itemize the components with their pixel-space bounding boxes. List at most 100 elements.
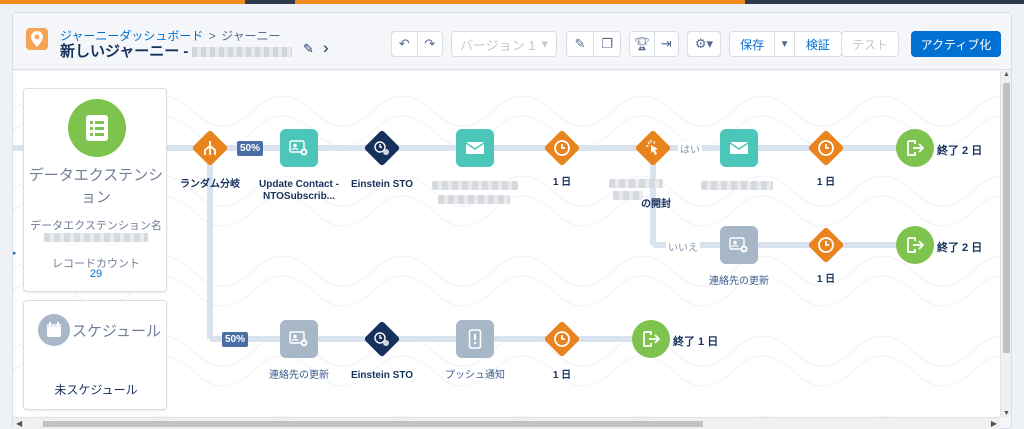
- end-label-bottom: 終了 1 日: [673, 336, 719, 348]
- einstein-sto-label-top: Einstein STO: [350, 179, 414, 190]
- end-node-bottom[interactable]: [632, 320, 670, 358]
- email-node-2[interactable]: [720, 129, 758, 167]
- redacted-engagement-name: [609, 179, 663, 188]
- version-chevron-down-icon: ▾: [541, 36, 548, 51]
- wait-node-top-1[interactable]: [543, 129, 581, 167]
- einstein-sto-label-bottom: Einstein STO: [350, 370, 414, 381]
- test-button[interactable]: テスト: [841, 31, 899, 57]
- record-count-value: 29: [89, 268, 103, 280]
- update-contact-node-no[interactable]: [720, 226, 758, 264]
- copy-icon[interactable]: ❐: [593, 32, 620, 56]
- validate-button[interactable]: 検証: [793, 32, 841, 56]
- clock-icon-bottom: [554, 331, 570, 347]
- top-accent-right: [295, 0, 745, 4]
- end-node-no[interactable]: [896, 226, 934, 264]
- wait-label-no: 1 日: [816, 274, 836, 285]
- version-select-value: バージョン 1: [460, 37, 536, 53]
- update-contact-node[interactable]: [280, 129, 318, 167]
- redacted-email-name-1: [432, 181, 518, 190]
- end-label-yes: 終了 2 日: [937, 145, 983, 157]
- wait-node-no[interactable]: [807, 226, 845, 264]
- einstein-sto-node-bottom[interactable]: [363, 320, 401, 358]
- save-dropdown-chevron-icon[interactable]: ▼: [774, 32, 794, 56]
- end-node-yes[interactable]: [896, 129, 934, 167]
- undo-icon[interactable]: ↶: [398, 36, 410, 51]
- redacted-email-name-2: [701, 181, 773, 190]
- contact-update-icon: [289, 140, 308, 156]
- end-label-no: 終了 2 日: [937, 242, 983, 254]
- redacted-email-name-1b: [438, 195, 510, 204]
- undo-redo-group: ↶ ↷: [391, 31, 443, 57]
- update-contact-label: Update Contact - NTOSubscrib...: [259, 179, 339, 202]
- top-app-bar: [0, 0, 1024, 4]
- redacted-journey-name: [192, 47, 293, 58]
- version-select[interactable]: バージョン 1 ▾: [451, 31, 557, 57]
- journey-header: ジャーニーダッシュボード > ジャーニー 新しいジャーニー - ✎ › ↶ ↷ …: [13, 13, 1011, 70]
- update-contact-node-bottom[interactable]: [280, 320, 318, 358]
- clock-icon-no: [818, 237, 834, 253]
- top-accent-left: [0, 0, 245, 4]
- edit-name-pencil-icon[interactable]: ✎: [303, 41, 314, 56]
- no-path-label: いいえ: [666, 239, 700, 254]
- random-split-node[interactable]: [191, 129, 229, 167]
- journey-title-text: 新しいジャーニー -: [60, 43, 189, 60]
- edit-tools-group: ✎ ❐: [566, 31, 621, 57]
- journey-details-chevron-icon[interactable]: ›: [323, 38, 329, 57]
- horizontal-scrollbar[interactable]: ◀ ▶: [13, 417, 1000, 429]
- trophy-icon[interactable]: 🏆︎: [633, 36, 651, 51]
- email-icon: [465, 142, 485, 154]
- wait-node-yes[interactable]: [807, 129, 845, 167]
- schedule-value: 未スケジュール: [54, 383, 138, 397]
- save-validate-group: 保存 ▼ 検証: [729, 31, 842, 57]
- update-contact-label-no: 連絡先の更新: [709, 276, 769, 287]
- breadcrumb-current: ジャーニー: [221, 29, 281, 43]
- breadcrumb-separator: >: [208, 29, 216, 43]
- record-count-label: レコードカウント: [52, 258, 140, 270]
- horizontal-scroll-thumb[interactable]: [43, 421, 703, 427]
- journey-builder-frame: ジャーニーダッシュボード > ジャーニー 新しいジャーニー - ✎ › ↶ ↷ …: [12, 12, 1012, 429]
- split-top-percent[interactable]: 50%: [237, 141, 264, 156]
- scroll-left-arrow-icon[interactable]: ◀: [16, 419, 23, 428]
- save-button[interactable]: 保存: [740, 37, 765, 52]
- wait-label-yes: 1 日: [816, 177, 836, 188]
- split-icon: [204, 141, 216, 155]
- journey-canvas[interactable]: データエクステンション データエクステンション名 レコードカウント 29 スケジ…: [13, 71, 1000, 417]
- goal-exit-group: 🏆︎ ⇥: [629, 31, 679, 57]
- redacted-de-name: [44, 233, 148, 242]
- left-panel-toggle-icon[interactable]: ▸: [13, 250, 17, 257]
- vertical-scrollbar[interactable]: ▲ ▼: [1000, 71, 1011, 417]
- random-split-label: ランダム分岐: [180, 179, 240, 190]
- contact-update-icon-no: [729, 237, 748, 253]
- push-notification-node[interactable]: [456, 320, 494, 358]
- mobile-push-icon: [468, 329, 482, 349]
- pencil-icon[interactable]: ✎: [574, 36, 586, 51]
- entry-source-card[interactable]: データエクステンション データエクステンション名 レコードカウント 29: [23, 88, 167, 292]
- clock-icon-yes: [818, 140, 834, 156]
- engagement-split-node[interactable]: [634, 129, 672, 167]
- clock-icon: [554, 140, 570, 156]
- email-node-1[interactable]: [456, 129, 494, 167]
- scroll-up-arrow-icon[interactable]: ▲: [1003, 71, 1010, 78]
- scroll-down-arrow-icon[interactable]: ▼: [1003, 410, 1010, 417]
- contact-update-icon-bottom: [289, 331, 308, 347]
- activate-button[interactable]: アクティブ化: [911, 31, 1001, 57]
- einstein-clock-icon: [374, 141, 389, 155]
- click-cursor-icon: [646, 140, 658, 155]
- split-bottom-percent[interactable]: 50%: [222, 332, 249, 347]
- vertical-scroll-thumb[interactable]: [1003, 83, 1010, 353]
- einstein-clock-icon-bottom: [374, 332, 389, 346]
- einstein-sto-node-top[interactable]: [363, 129, 401, 167]
- settings-gear-icon[interactable]: ⚙▾: [687, 31, 721, 57]
- scroll-right-arrow-icon[interactable]: ▶: [990, 419, 997, 428]
- yes-path-label: はい: [678, 141, 702, 156]
- update-contact-label-bottom: 連絡先の更新: [269, 370, 329, 381]
- page-title: 新しいジャーニー -: [60, 40, 293, 61]
- exit-criteria-icon[interactable]: ⇥: [653, 32, 678, 56]
- schedule-card[interactable]: スケジュール 未スケジュール: [23, 300, 167, 410]
- wait-node-bottom[interactable]: [543, 320, 581, 358]
- redo-icon[interactable]: ↷: [416, 32, 442, 56]
- schedule-title: スケジュール: [72, 323, 161, 340]
- breadcrumb-dashboard-link[interactable]: ジャーニーダッシュボード: [60, 29, 204, 43]
- redacted-engagement-name-b: [613, 191, 643, 200]
- email-icon-2: [729, 142, 749, 154]
